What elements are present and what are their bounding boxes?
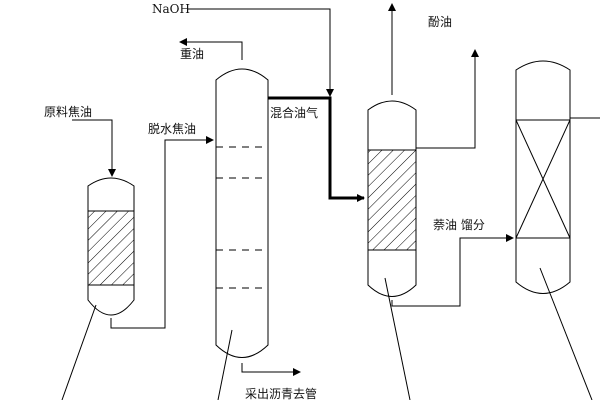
naoh-injection-line — [188, 8, 334, 97]
column-trays — [216, 146, 268, 289]
mixed-oil-vapor-label: 混合油气 — [270, 105, 318, 120]
leader-lines — [61, 267, 593, 400]
washing-tower-packing — [367, 149, 417, 251]
heavy-oil-outlet-line — [179, 38, 243, 60]
naoh-label: NaOH — [152, 2, 190, 16]
feed-dehydrator-vessel — [87, 177, 135, 316]
dehydrated-tar-line — [110, 136, 214, 329]
raw-tar-label: 原料焦油 — [44, 105, 92, 119]
dehydrated-tar-label: 脱水焦油 — [148, 121, 196, 136]
distillation-column — [215, 68, 269, 358]
naphthalene-fraction-line — [391, 234, 514, 307]
phenol-oil-label: 酚油 — [428, 15, 452, 29]
heavy-oil-label: 重油 — [180, 47, 204, 61]
mixed-oil-vapor-line — [268, 96, 365, 202]
phenol-oil-outlet-line — [416, 49, 479, 149]
naphthalene-tower — [515, 60, 571, 294]
pitch-outlet-line — [241, 363, 301, 376]
pitch-outlet-label: 采出沥青去管 — [245, 386, 317, 400]
naphthalene-fraction-label: 萘油 馏分 — [433, 218, 485, 232]
raw-tar-feed-line — [72, 119, 116, 177]
washing-tower — [367, 100, 417, 297]
feed-dehydrator-packing — [87, 210, 135, 286]
